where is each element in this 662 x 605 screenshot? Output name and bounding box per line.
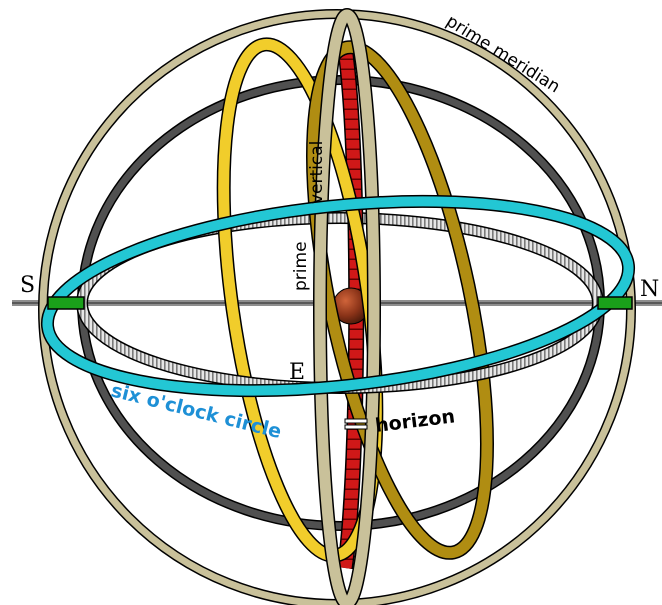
horizon-label: horizon: [374, 405, 456, 437]
north-label: N: [640, 277, 659, 302]
graduated-ring: [76, 212, 604, 304]
prime-vertical-ring: [313, 8, 381, 605]
ochre-ring: [306, 40, 494, 560]
horizon-marker: [344, 418, 368, 430]
prime-vertical-label-line1: prime: [291, 241, 311, 291]
north-pole-mount: [597, 296, 633, 310]
six-oclock-ring: [40, 194, 636, 398]
east-label: E: [289, 360, 305, 385]
prime-vertical-label-line2: vertical: [307, 141, 327, 204]
south-label: S: [20, 273, 35, 298]
prime-meridian-label: prime meridian: [442, 11, 563, 97]
south-pole-mount: [47, 296, 85, 310]
